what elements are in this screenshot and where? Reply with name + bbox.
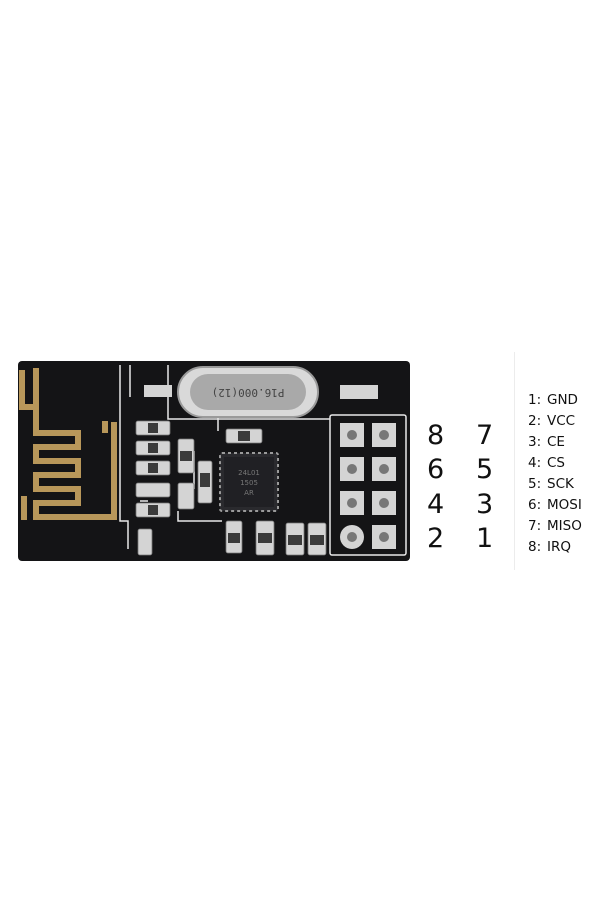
crystal-text: P16.000(12): [212, 386, 285, 399]
pin-number-5: 5: [476, 454, 494, 485]
smd-components: [135, 420, 327, 556]
nrf24l01-chip: 24L01 1505 AR: [219, 452, 279, 512]
pcb-antenna: [19, 368, 117, 520]
legend-row-sck: 5:SCK: [528, 476, 574, 492]
chip-text-line2: 1505: [240, 479, 258, 487]
legend-row-miso: 7:MISO: [528, 518, 582, 534]
chip-text-line1: 24L01: [238, 469, 260, 477]
legend-row-vcc: 2:VCC: [528, 413, 576, 429]
component-pad: [340, 385, 378, 399]
legend-row-irq: 8:IRQ: [528, 539, 571, 555]
pin-number-7: 7: [476, 420, 494, 451]
legend-row-mosi: 6:MOSI: [528, 497, 582, 513]
header-pin-pads: [340, 423, 396, 549]
legend-row-cs: 4:CS: [528, 455, 565, 471]
component-pad: [144, 385, 172, 397]
legend-row-ce: 3:CE: [528, 434, 565, 450]
pin-number-3: 3: [476, 489, 494, 520]
board-photo: P16.000(12): [18, 361, 410, 565]
pin-number-6: 6: [427, 454, 445, 485]
pcb-svg: P16.000(12): [18, 361, 410, 561]
pinout-legend: 1:GND 2:VCC 3:CE 4:CS 5:SCK 6:MOSI 7:MIS…: [528, 390, 582, 558]
chip-text-line3: AR: [244, 489, 254, 497]
pin-number-4: 4: [427, 489, 445, 520]
antenna-feed: [102, 421, 108, 433]
pin-number-1: 1: [476, 523, 494, 554]
divider: [514, 352, 515, 570]
pin-number-8: 8: [427, 420, 445, 451]
crystal-oscillator: P16.000(12): [177, 366, 319, 418]
pin-number-2: 2: [427, 523, 445, 554]
legend-row-gnd: 1:GND: [528, 392, 578, 408]
